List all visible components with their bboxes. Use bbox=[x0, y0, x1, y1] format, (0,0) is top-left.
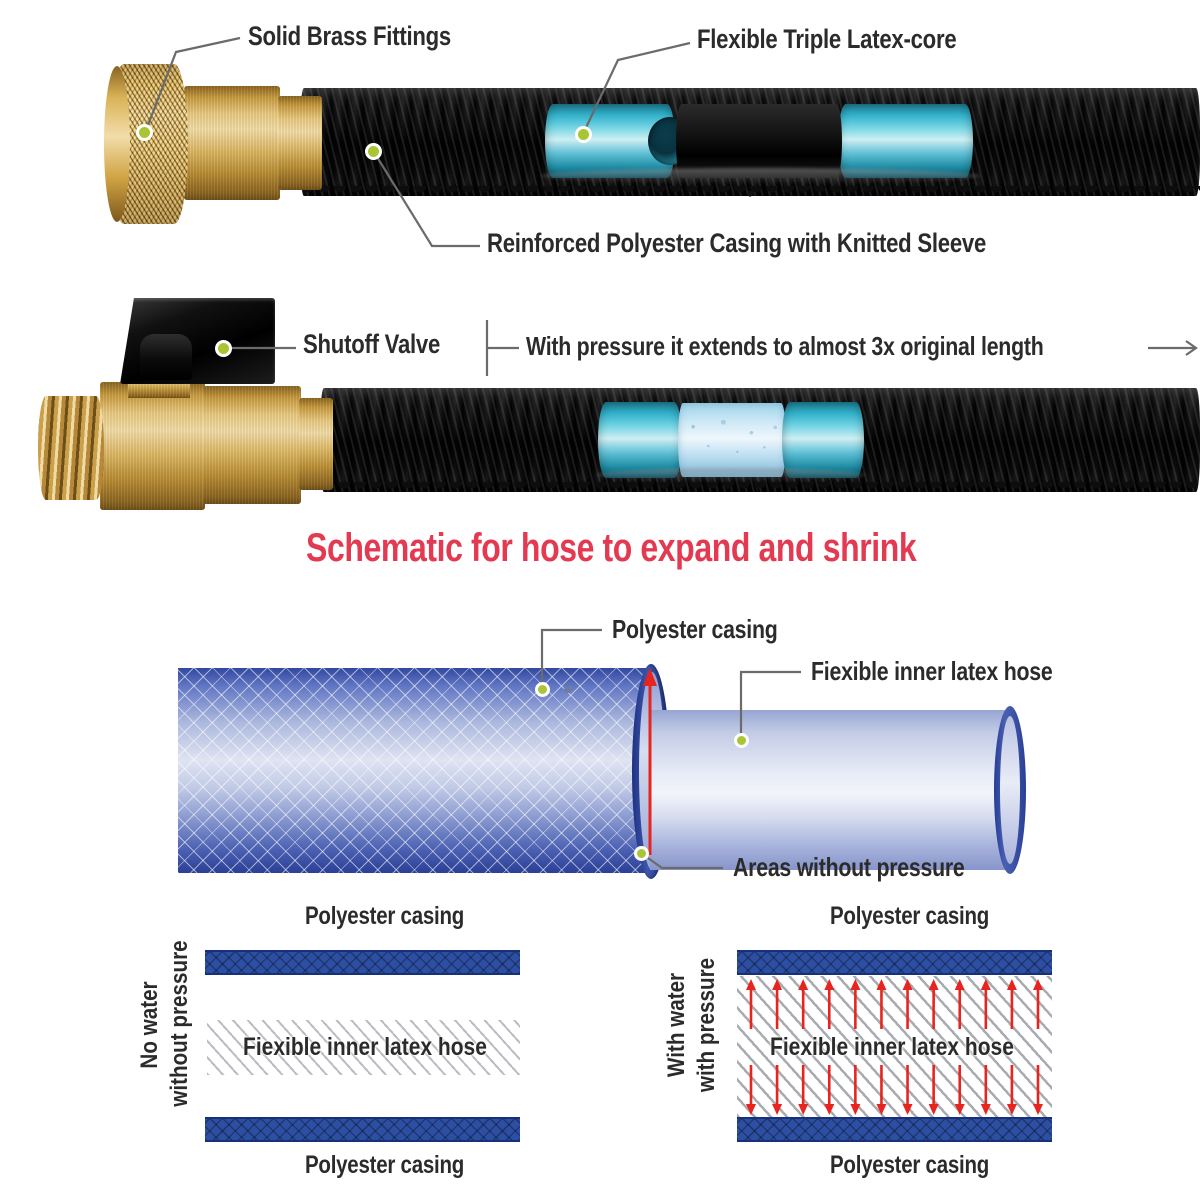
sleeve-scallop-top bbox=[300, 186, 1200, 199]
latex-band-with-pressure bbox=[737, 976, 1052, 1117]
latex-core-water bbox=[678, 403, 786, 477]
brass-nut-face-top bbox=[104, 66, 130, 222]
schematic-polyester-casing bbox=[178, 668, 651, 873]
callout-dot-latex-core bbox=[575, 126, 592, 143]
latex-core-right bbox=[838, 104, 973, 178]
pressure-arrows-up bbox=[746, 979, 1043, 1029]
hose-assembly-top: Solid Brass Fittings Flexible Triple Lat… bbox=[0, 0, 1200, 270]
callout-label-areas-without-pressure: Areas without pressure bbox=[733, 852, 965, 882]
callout-label-schematic-polyester: Polyester casing bbox=[612, 614, 778, 644]
callout-dot-schematic-polyester bbox=[535, 682, 550, 697]
casing-bar-bottom-with-pressure bbox=[737, 1117, 1052, 1142]
side-label-line-2: with pressure bbox=[693, 957, 720, 1093]
brass-body-top bbox=[184, 86, 280, 200]
diagram-top-label-with-pressure: Polyester casing bbox=[830, 902, 990, 930]
sleeve-scallop-bottom bbox=[320, 482, 1200, 495]
diagram-top-label-no-pressure: Polyester casing bbox=[305, 902, 465, 930]
leader-solid-brass bbox=[143, 36, 241, 134]
valve-brass-hex bbox=[203, 386, 301, 504]
cutaway-shadow-bottom bbox=[596, 468, 866, 482]
callout-label-schematic-inner-latex: Fiexible inner latex hose bbox=[811, 656, 1053, 686]
cutaway-interior-top bbox=[676, 104, 842, 178]
valve-brass-neck bbox=[299, 398, 333, 490]
callout-dot-schematic-inner-latex bbox=[734, 733, 749, 748]
callout-dot-shutoff-valve bbox=[215, 340, 232, 357]
diagram-bottom-label-no-pressure: Polyester casing bbox=[305, 1151, 465, 1179]
casing-bar-top-with-pressure bbox=[737, 950, 1052, 975]
latex-core-bottom-left bbox=[598, 402, 682, 478]
callout-dot-solid-brass bbox=[136, 124, 153, 141]
extension-note-bracket bbox=[485, 320, 1198, 376]
section-title: Schematic for hose to expand and shrink bbox=[306, 526, 917, 570]
side-label-line-1: No water bbox=[136, 981, 163, 1069]
casing-pinhole-marker bbox=[564, 686, 573, 693]
callout-label-shutoff-valve: Shutoff Valve bbox=[303, 329, 441, 359]
band-label-with-pressure: Fiexible inner latex hose bbox=[770, 1033, 1014, 1061]
diagram-side-label-no-pressure: No water without pressure bbox=[135, 940, 195, 1107]
extension-note-label: With pressure it extends to almost 3x or… bbox=[526, 331, 1044, 361]
leader-polyester-casing bbox=[373, 151, 480, 248]
diagram-with-pressure: Polyester casing Fiexible inner latex ho… bbox=[630, 895, 1170, 1185]
schematic-blue-hose: Polyester casing Fiexible inner latex ho… bbox=[0, 600, 1200, 900]
leader-schematic-inner-latex bbox=[739, 670, 801, 740]
diagram-no-pressure: Polyester casing Fiexible inner latex ho… bbox=[110, 895, 630, 1185]
valve-brass-body bbox=[100, 382, 205, 510]
valve-threads bbox=[38, 396, 104, 500]
schematic-inner-latex-bore bbox=[1000, 716, 1020, 864]
callout-label-latex-core: Flexible Triple Latex-core bbox=[697, 24, 957, 54]
callout-dot-areas-without-pressure bbox=[634, 846, 649, 861]
side-label-line-1: With water bbox=[663, 972, 690, 1078]
pressure-arrows-down bbox=[746, 1065, 1043, 1115]
diagram-bottom-label-with-pressure: Polyester casing bbox=[830, 1151, 990, 1179]
callout-label-solid-brass: Solid Brass Fittings bbox=[248, 21, 451, 51]
callout-dot-polyester-casing bbox=[365, 143, 382, 160]
leader-shutoff-valve bbox=[228, 346, 296, 350]
valve-knob[interactable] bbox=[140, 334, 192, 380]
casing-thickness-arrow bbox=[643, 668, 657, 855]
casing-bar-top-no-pressure bbox=[205, 950, 520, 975]
hose-assembly-bottom: Shutoff Valve With pressure it extends t… bbox=[0, 290, 1200, 530]
cutaway-shadow-top bbox=[540, 168, 980, 184]
band-label-no-pressure: Fiexible inner latex hose bbox=[243, 1033, 487, 1061]
callout-label-polyester-casing: Reinforced Polyester Casing with Knitted… bbox=[487, 228, 987, 258]
leader-areas-without-pressure bbox=[647, 857, 723, 870]
schematic-inner-latex-hose bbox=[650, 710, 1010, 870]
side-label-line-2: without pressure bbox=[166, 940, 193, 1107]
casing-bar-bottom-no-pressure bbox=[205, 1117, 520, 1142]
leader-latex-core bbox=[582, 41, 691, 135]
latex-band-no-pressure bbox=[207, 1020, 520, 1075]
diagram-side-label-with-pressure: With water with pressure bbox=[662, 948, 722, 1103]
leader-schematic-polyester bbox=[540, 628, 602, 689]
latex-core-bottom-right bbox=[782, 402, 864, 478]
brass-collar-top bbox=[278, 96, 322, 190]
